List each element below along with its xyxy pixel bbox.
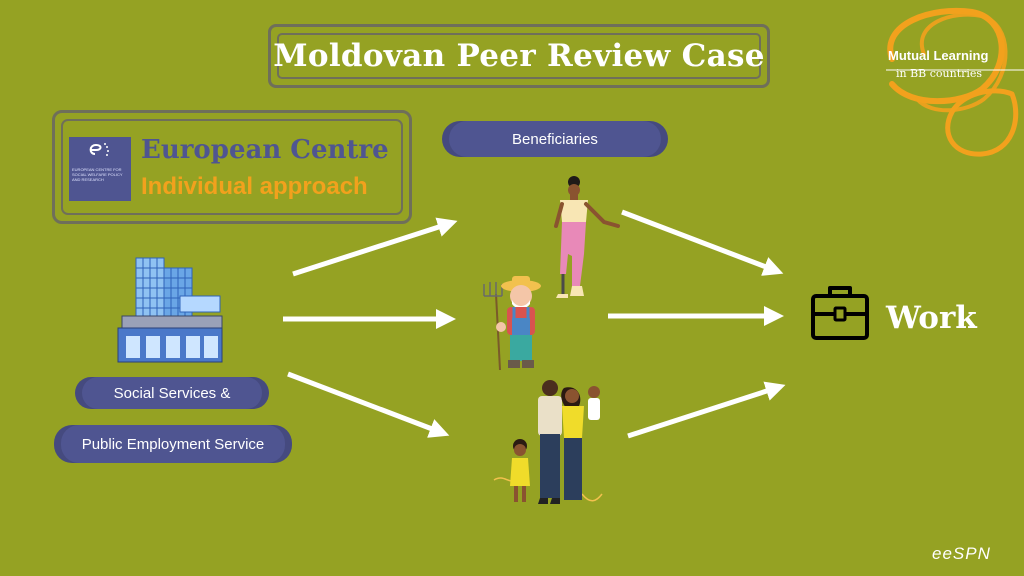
woman-with-prosthetic-leg-illustration [554, 176, 620, 298]
european-centre-e-icon [89, 143, 109, 156]
espn-logo: eeSPN [932, 544, 991, 563]
european-centre-logo-caption: European Centre for Social Welfare Polic… [72, 167, 123, 182]
european-centre-name: European Centre [141, 135, 389, 165]
mutual-learning-circles-logo [886, 7, 1024, 157]
european-centre-logo: European Centre for Social Welfare Polic… [69, 137, 131, 201]
family-illustration [493, 380, 603, 504]
arrow-woman-to-work [621, 209, 784, 276]
page-title: Moldovan Peer Review Case [273, 38, 765, 74]
mutual-learning-title: Mutual Learning [888, 48, 989, 63]
office-building-icon [117, 257, 223, 363]
european-centre-box: European Centre for Social Welfare Polic… [52, 110, 412, 224]
beneficiaries-label: Beneficiaries [442, 121, 668, 157]
arrow-services-to-woman [292, 217, 458, 277]
european-centre-inner-border: European Centre for Social Welfare Polic… [61, 119, 403, 215]
arrow-family-to-work [627, 381, 786, 439]
public-employment-service-label: Public Employment Service [54, 425, 292, 463]
title-inner-border: Moldovan Peer Review Case [273, 33, 764, 79]
farmer-with-pitchfork-illustration [483, 276, 541, 371]
mutual-learning-subtitle: in BB countries [896, 67, 983, 80]
european-centre-subtitle: Individual approach [141, 173, 368, 200]
work-label: Work [886, 300, 977, 336]
arrow-services-to-family [287, 371, 450, 438]
title-frame: Moldovan Peer Review Case [268, 24, 770, 88]
social-services-label: Social Services & [75, 377, 269, 409]
briefcase-icon [811, 286, 869, 340]
